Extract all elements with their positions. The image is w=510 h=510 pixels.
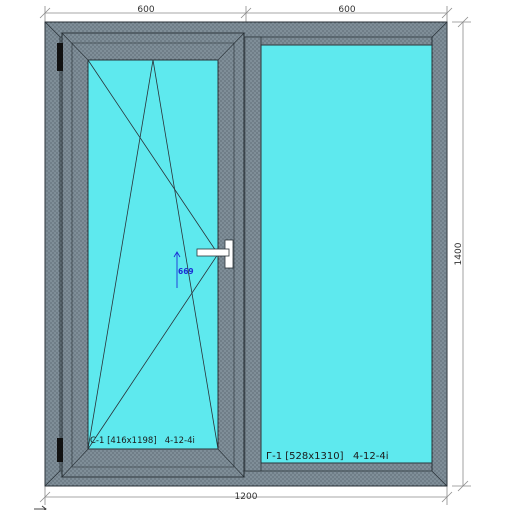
dimension-lines [39,6,471,505]
handle-height-label: 669 [178,267,194,276]
dimension-bottom-total: 1200 [235,492,258,502]
dimension-right-height: 1400 [454,242,464,265]
dimension-top-right: 600 [338,5,355,15]
handle-height-marker [173,251,181,288]
mullion [242,36,262,472]
origin-arrow-icon [34,505,47,510]
handle [196,239,234,269]
left-sash [57,32,245,478]
right-fixed-panel [260,37,433,471]
hinge-bottom [57,438,63,462]
hinge-top [57,43,63,71]
right-panel-label: Г-1 [528x1310] 4-12-4i [266,451,389,462]
dimension-top-left: 600 [137,5,154,15]
left-panel-label: С-1 [416x1198] 4-12-4i [90,436,195,446]
